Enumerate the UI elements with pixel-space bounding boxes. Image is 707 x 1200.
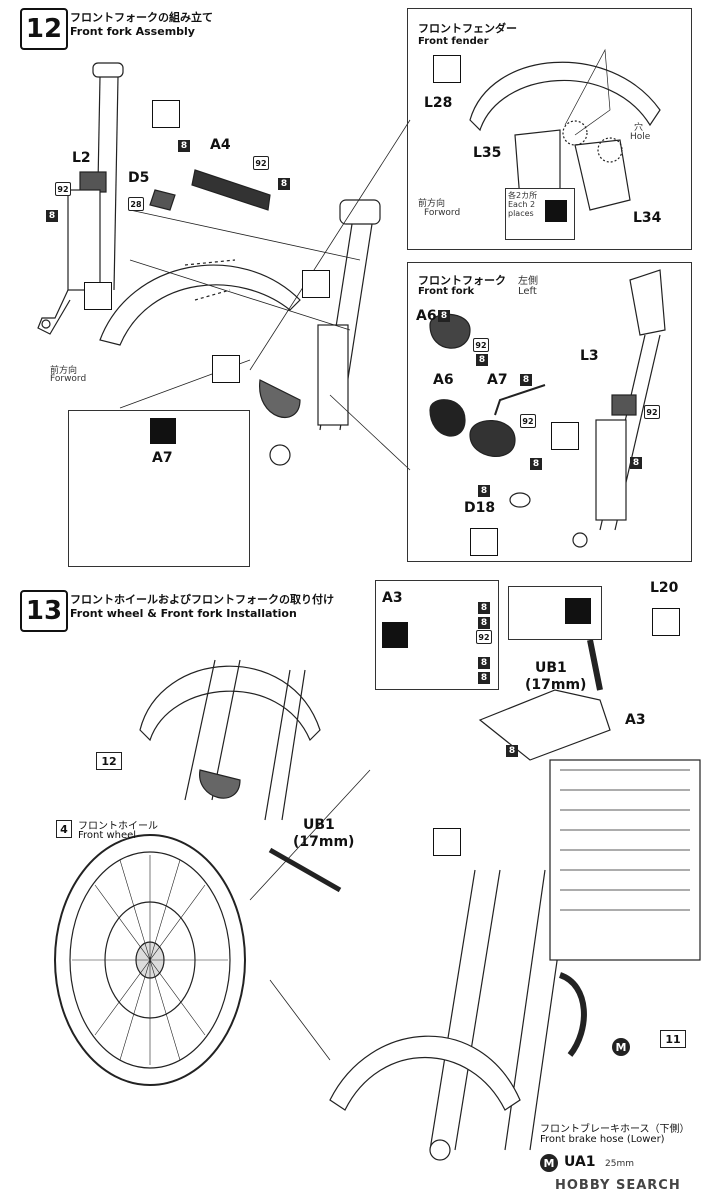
wheel-label-jp: フロントホイール [78, 821, 158, 832]
forward-label-jp: 前方向 [50, 366, 78, 376]
front-wheel-drawing [54, 834, 246, 1086]
brake-hose-label-en: Front brake hose (Lower) [540, 1134, 665, 1145]
paint-8-badge: 8 [478, 602, 490, 614]
paint-8-badge: 8 [438, 310, 450, 322]
ub1-label: UB1 [303, 817, 335, 833]
ub1-size: (17mm) [293, 834, 355, 850]
step-13-title-jp: フロントホイールおよびフロントフォークの取り付け [70, 593, 334, 606]
paint-8-badge: 8 [506, 745, 518, 757]
fork-left-panel [407, 262, 692, 562]
material-m-marker: M [612, 1038, 630, 1056]
paint-8-badge: 8 [478, 617, 490, 629]
ub1-size: (17mm) [525, 677, 587, 693]
hole-label-jp: 穴 [634, 123, 644, 133]
glue-icon [470, 528, 498, 556]
brake-hose-label-jp: フロントブレーキホース（下側） [540, 1124, 690, 1135]
part-a7-label: A7 [487, 372, 508, 388]
part-a6-label: A6 [416, 308, 437, 324]
paint-92-badge: 92 [473, 338, 489, 352]
part-l34-label: L34 [633, 210, 662, 226]
forward-label-jp: 前方向 [418, 199, 446, 209]
paint-8-badge: 8 [478, 672, 490, 684]
glue-icon [433, 55, 461, 83]
paint-brush-icon [150, 418, 176, 444]
hole-label-en: Hole [630, 132, 651, 142]
paint-8-badge: 8 [178, 140, 190, 152]
step-12-title-en: Front fork Assembly [70, 25, 195, 38]
ref-step-12: 12 [96, 752, 122, 770]
glue-icon [433, 828, 461, 856]
fork-side-jp: 左側 [518, 276, 538, 287]
part-l3-label: L3 [580, 348, 599, 364]
fender-panel [407, 8, 692, 250]
paint-8-badge: 8 [278, 178, 290, 190]
part-a3-label: A3 [625, 712, 646, 728]
part-l28-label: L28 [424, 95, 453, 111]
each-label-en: Each 2 places [508, 200, 536, 218]
fender-title-jp: フロントフェンダー [418, 22, 517, 35]
paint-92-badge: 92 [253, 156, 269, 170]
fork-l2-drawing [37, 62, 124, 335]
ua1-size: 25mm [605, 1159, 634, 1169]
glue-icon [302, 270, 330, 298]
paint-92-badge: 92 [55, 182, 71, 196]
paint-92-badge: 92 [520, 414, 536, 428]
paint-92-badge: 92 [644, 405, 660, 419]
part-l2-label: L2 [72, 150, 91, 166]
fork-right-step12 [259, 199, 381, 466]
paint-8-badge: 8 [478, 657, 490, 669]
paint-icon [565, 598, 591, 624]
ua1-label: UA1 [564, 1154, 596, 1170]
part-a3-label: A3 [382, 590, 403, 606]
glue-icon [212, 355, 240, 383]
glue-icon [652, 608, 680, 636]
step-12-title-jp: フロントフォークの組み立て [70, 11, 213, 24]
paint-8-badge: 8 [476, 354, 488, 366]
glue-icon [152, 100, 180, 128]
a3-detail-panel [375, 580, 499, 690]
glue-icon [84, 282, 112, 310]
ref-step-11: 11 [660, 1030, 686, 1048]
part-d5-label: D5 [128, 170, 150, 186]
part-d18-label: D18 [464, 500, 496, 516]
glue-icon [551, 422, 579, 450]
paint-8-badge: 8 [46, 210, 58, 222]
paint-8-badge: 8 [520, 374, 532, 386]
fork-panel-title-en: Front fork [418, 286, 475, 297]
watermark: HOBBY SEARCH [555, 1178, 681, 1193]
part-a7-label: A7 [152, 450, 173, 466]
paint-8-badge: 8 [530, 458, 542, 470]
fork-side-en: Left [518, 286, 537, 297]
part-l35-label: L35 [473, 145, 502, 161]
part-l20-label: L20 [650, 580, 679, 596]
step-13-title-en: Front wheel & Front fork Installation [70, 607, 297, 620]
paint-8-badge: 8 [630, 457, 642, 469]
fork-panel-title-jp: フロントフォーク [418, 274, 506, 287]
paint-92-badge: 92 [476, 630, 492, 644]
paint-icon [545, 200, 567, 222]
paint-8-badge: 8 [478, 485, 490, 497]
ref-step-4: 4 [56, 820, 72, 838]
forward-label-en: Forword [50, 374, 87, 384]
paint-28-badge: 28 [128, 197, 144, 211]
material-m-marker: M [540, 1154, 558, 1172]
wheel-label-en: Front wheel [78, 830, 137, 841]
part-a6-label: A6 [433, 372, 454, 388]
step-13-number: 13 [20, 590, 68, 632]
fork-l3-drawing [572, 269, 666, 548]
each-label-jp: 各2カ所 [508, 191, 538, 200]
l20-inset-panel [508, 586, 602, 640]
fender-top-panel [469, 61, 661, 132]
step-12-number: 12 [20, 8, 68, 50]
fender-step12 [99, 264, 301, 346]
part-a4-label: A4 [210, 137, 231, 153]
paint-icon [382, 622, 408, 648]
fender-title-en: Front fender [418, 36, 489, 47]
forward-label-en: Forword [424, 208, 461, 218]
ub1-label: UB1 [535, 660, 567, 676]
